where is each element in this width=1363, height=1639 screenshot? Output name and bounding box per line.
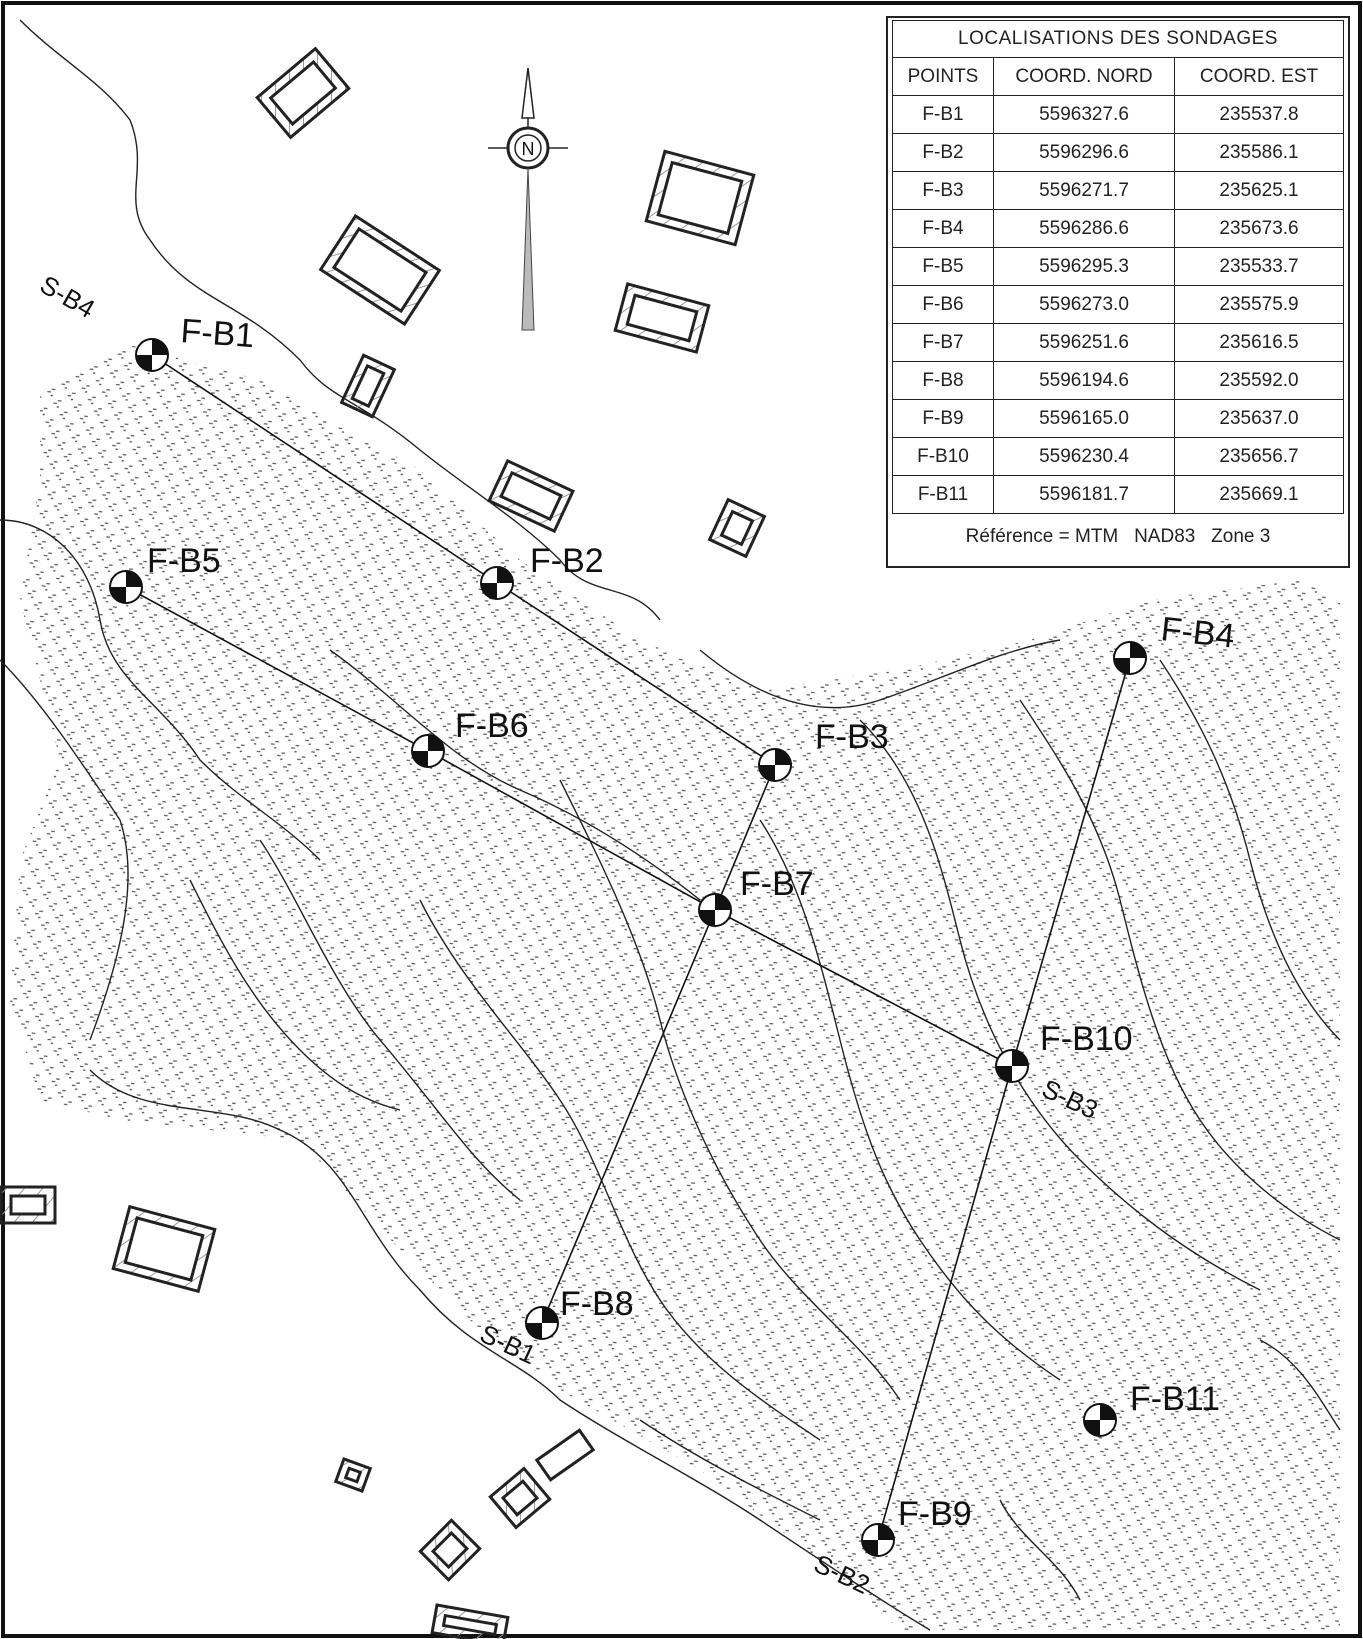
cell-east: 235575.9 bbox=[1174, 285, 1344, 324]
borehole-symbol-icon bbox=[1083, 1403, 1117, 1437]
legend-title: LOCALISATIONS DES SONDAGES bbox=[892, 20, 1344, 58]
cell-north: 5596273.0 bbox=[993, 285, 1175, 324]
legend-header-north: COORD. NORD bbox=[993, 57, 1175, 96]
borehole-symbol-icon bbox=[525, 1306, 559, 1340]
cell-point: F-B4 bbox=[892, 209, 994, 248]
borehole-symbol-icon bbox=[411, 734, 445, 768]
label-f-b10: F-B10 bbox=[1040, 1020, 1133, 1058]
cell-east: 235537.8 bbox=[1174, 95, 1344, 134]
legend-header-east: COORD. EST bbox=[1174, 57, 1344, 96]
label-f-b5: F-B5 bbox=[147, 542, 221, 580]
legend-header-points: POINTS bbox=[892, 57, 994, 96]
cell-point: F-B3 bbox=[892, 171, 994, 210]
section-lines bbox=[125, 354, 1131, 1541]
north-arrow-icon: N bbox=[488, 67, 568, 331]
cell-point: F-B5 bbox=[892, 247, 994, 286]
borehole-symbol-icon bbox=[758, 748, 792, 782]
cell-north: 5596230.4 bbox=[993, 437, 1175, 476]
buildings bbox=[0, 46, 767, 1639]
terrain-zone bbox=[10, 345, 1340, 1630]
cell-point: F-B11 bbox=[892, 475, 994, 514]
cell-north: 5596295.3 bbox=[993, 247, 1175, 286]
borehole-symbol-icon bbox=[995, 1049, 1029, 1083]
cell-point: F-B1 bbox=[892, 95, 994, 134]
cell-east: 235625.1 bbox=[1174, 171, 1344, 210]
cell-point: F-B2 bbox=[892, 133, 994, 172]
label-f-b4: F-B4 bbox=[1159, 610, 1236, 655]
cell-north: 5596327.6 bbox=[993, 95, 1175, 134]
label-f-b3: F-B3 bbox=[815, 718, 889, 756]
borehole-symbol-icon bbox=[480, 566, 514, 600]
borehole-location-table: LOCALISATIONS DES SONDAGES POINTS COORD.… bbox=[886, 16, 1350, 568]
cell-east: 235669.1 bbox=[1174, 475, 1344, 514]
cell-north: 5596181.7 bbox=[993, 475, 1175, 514]
label-f-b1: F-B1 bbox=[179, 312, 255, 355]
cell-north: 5596251.6 bbox=[993, 323, 1175, 362]
label-f-b9: F-B9 bbox=[898, 1495, 972, 1533]
label-f-b8: F-B8 bbox=[560, 1285, 634, 1323]
label-f-b7: F-B7 bbox=[740, 865, 814, 903]
label-f-b2: F-B2 bbox=[530, 542, 604, 580]
cell-east: 235592.0 bbox=[1174, 361, 1344, 400]
cell-north: 5596194.6 bbox=[993, 361, 1175, 400]
north-letter: N bbox=[522, 139, 535, 159]
cell-east: 235616.5 bbox=[1174, 323, 1344, 362]
reference-note: Référence = MTM NAD83 Zone 3 bbox=[965, 526, 1271, 547]
cell-point: F-B8 bbox=[892, 361, 994, 400]
cell-east: 235656.7 bbox=[1174, 437, 1344, 476]
label-f-b6: F-B6 bbox=[455, 707, 529, 745]
borehole-labels: F-B1 F-B2 F-B3 F-B4 F-B5 F-B6 F-B7 F-B8 … bbox=[147, 312, 1236, 1533]
cell-east: 235586.1 bbox=[1174, 133, 1344, 172]
borehole-symbol-icon bbox=[135, 338, 169, 372]
cell-east: 235533.7 bbox=[1174, 247, 1344, 286]
cell-north: 5596271.7 bbox=[993, 171, 1175, 210]
cell-point: F-B9 bbox=[892, 399, 994, 438]
borehole-symbol-icon bbox=[109, 570, 143, 604]
cell-point: F-B10 bbox=[892, 437, 994, 476]
borehole-symbols bbox=[109, 338, 1147, 1557]
borehole-symbol-icon bbox=[698, 893, 732, 927]
cell-point: F-B7 bbox=[892, 323, 994, 362]
cell-north: 5596296.6 bbox=[993, 133, 1175, 172]
label-f-b11: F-B11 bbox=[1130, 1380, 1220, 1418]
contour-lines bbox=[0, 19, 1341, 1631]
cell-north: 5596286.6 bbox=[993, 209, 1175, 248]
cell-point: F-B6 bbox=[892, 285, 994, 324]
borehole-symbol-icon bbox=[1113, 641, 1147, 675]
borehole-symbol-icon bbox=[861, 1523, 895, 1557]
cell-east: 235637.0 bbox=[1174, 399, 1344, 438]
legend-table: LOCALISATIONS DES SONDAGES POINTS COORD.… bbox=[892, 20, 1344, 514]
label-s-b4: S-B4 bbox=[35, 269, 100, 324]
cell-east: 235673.6 bbox=[1174, 209, 1344, 248]
cell-north: 5596165.0 bbox=[993, 399, 1175, 438]
